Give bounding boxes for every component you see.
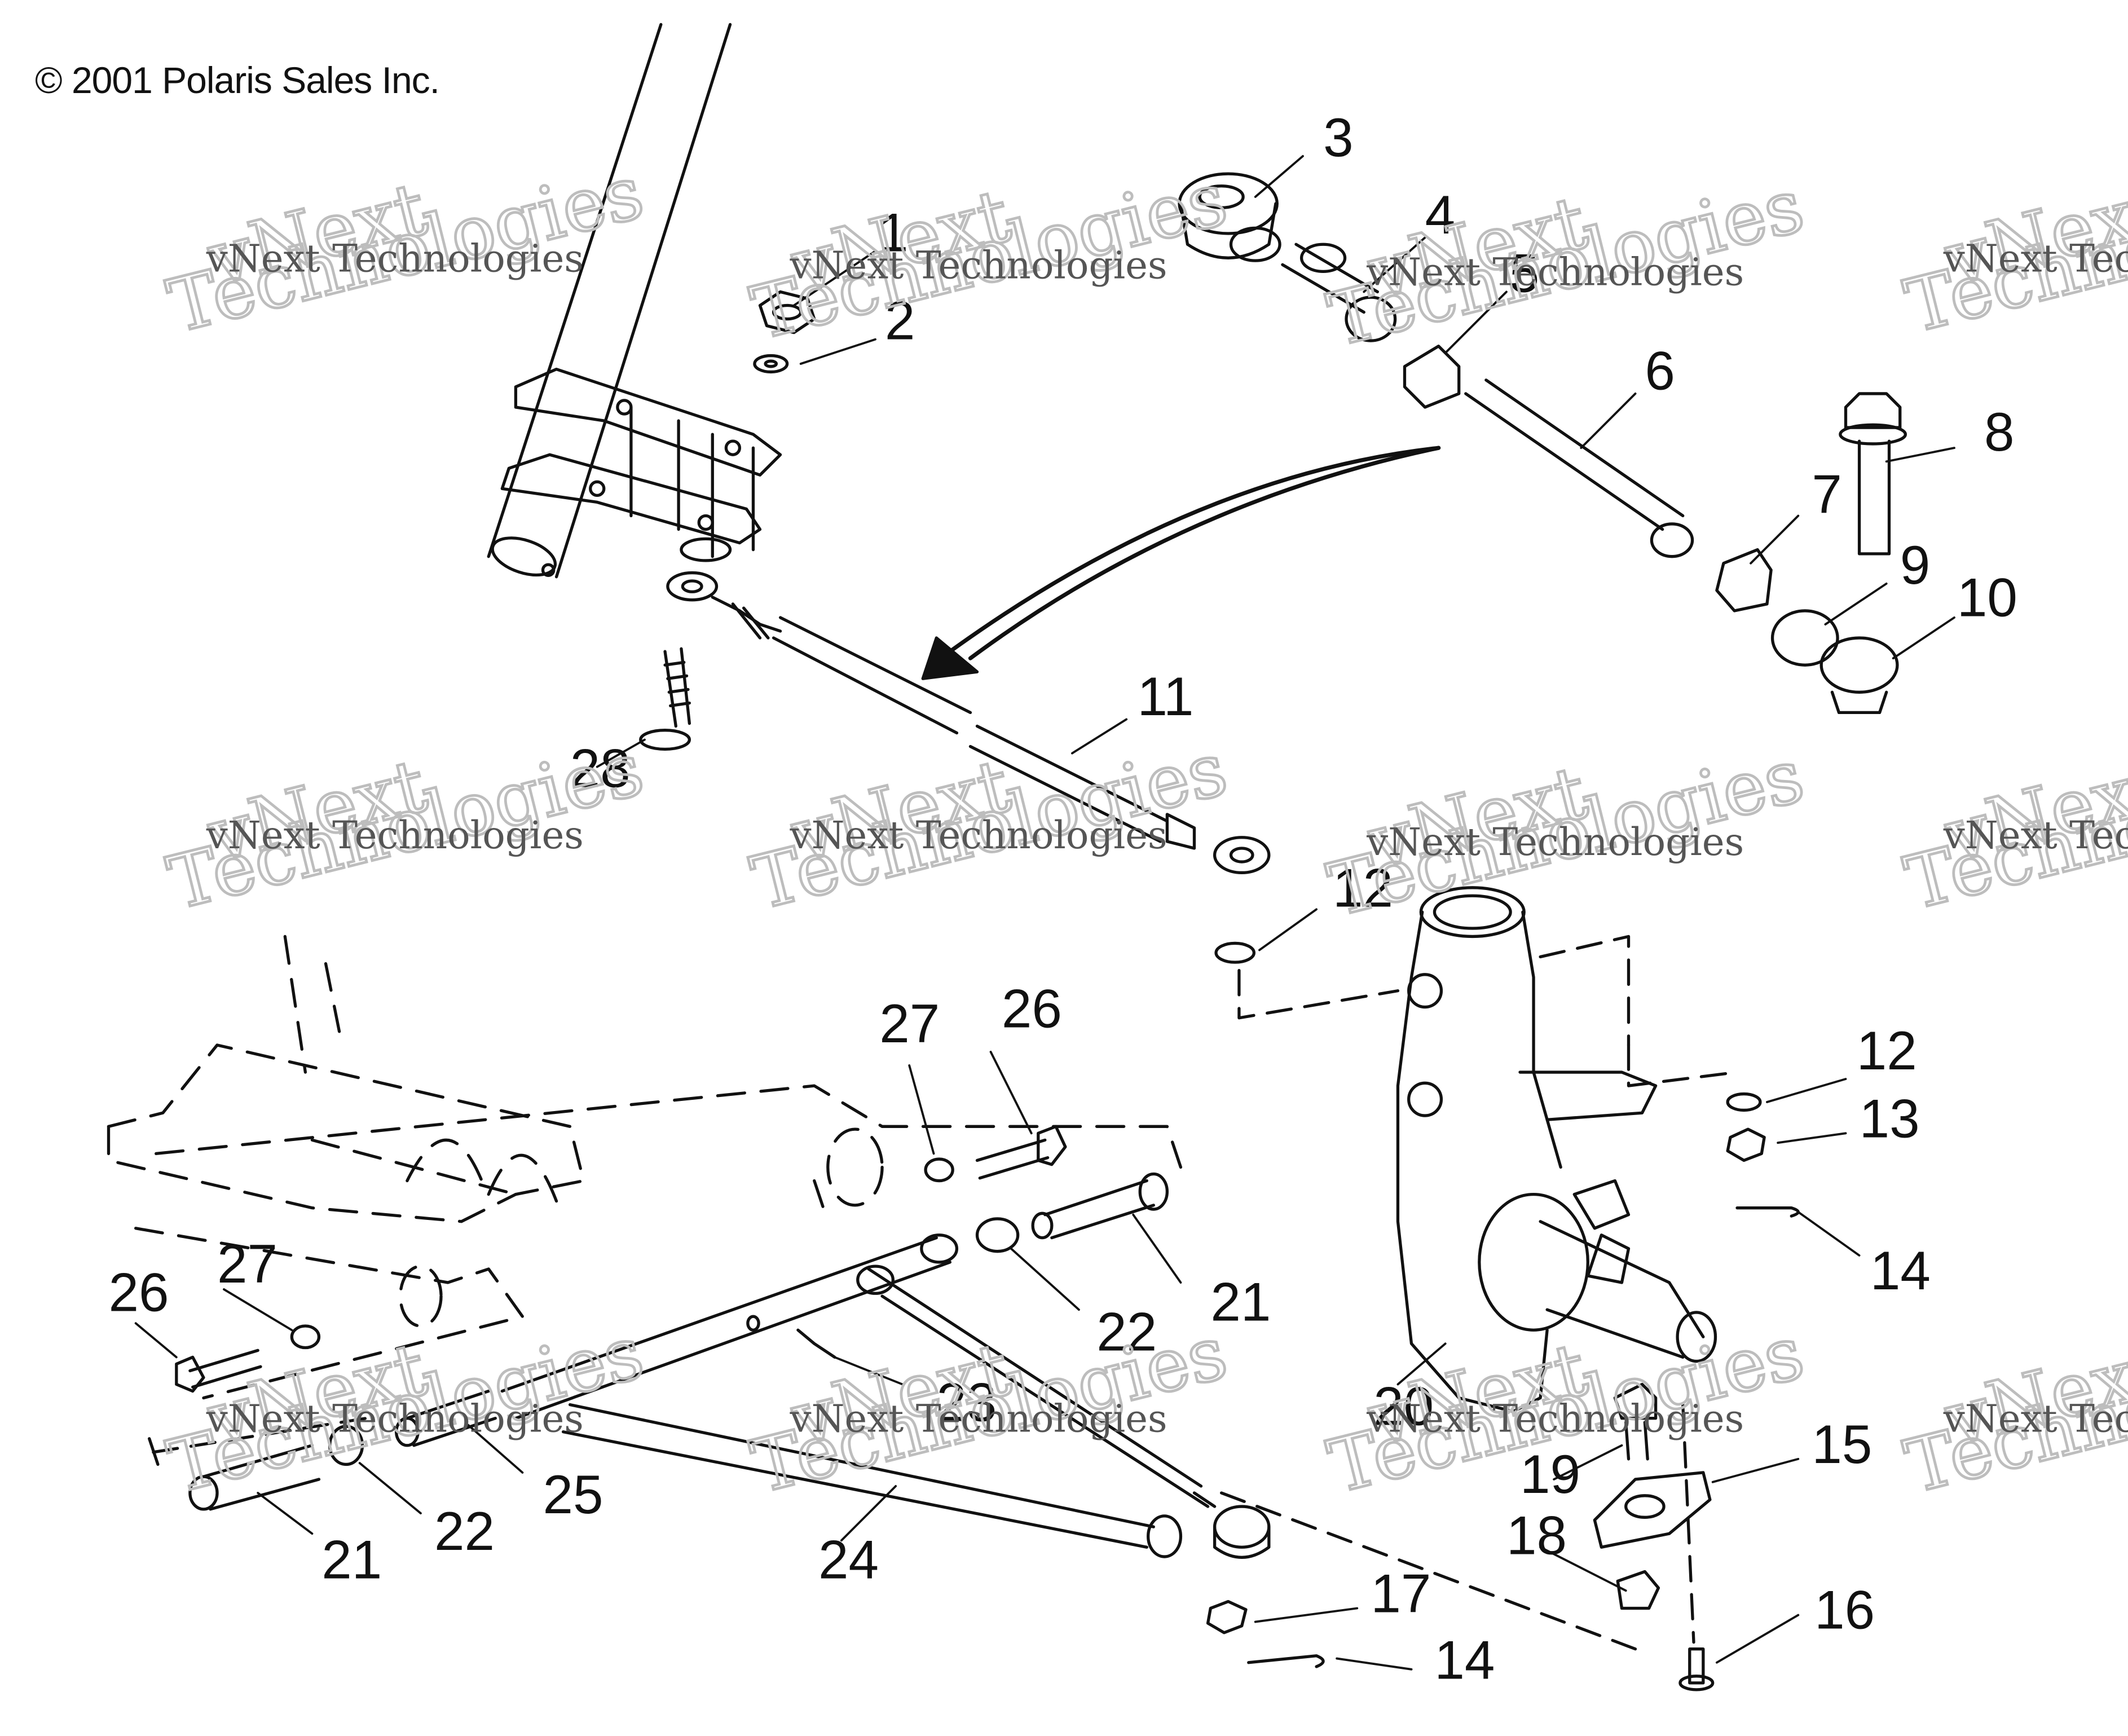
callout-24: 24: [818, 1530, 879, 1590]
nut-and-washer-1-2: [753, 290, 816, 374]
guide-lines: [152, 935, 1739, 1651]
callout-28: 28: [570, 739, 631, 799]
callout-4: 4: [1425, 185, 1456, 245]
bushings-21-22-25: [188, 1172, 1169, 1511]
watermark-small: vNext Technologies: [1366, 819, 1744, 864]
watermark-small: vNext Technologies: [1943, 236, 2128, 280]
callout-11: 11: [1137, 667, 1193, 727]
copyright-notice: © 2001 Polaris Sales Inc.: [35, 59, 440, 101]
watermark-small: vNext Technologies: [1366, 249, 1744, 294]
callout-26-left: 26: [109, 1263, 169, 1323]
callout-1: 1: [878, 202, 909, 263]
bolt-8: [1839, 392, 1907, 556]
watermark-small: vNext Technologies: [206, 236, 584, 280]
callout-22-left: 22: [434, 1501, 495, 1562]
callout-23: 23: [936, 1372, 997, 1433]
callout-18: 18: [1506, 1505, 1567, 1566]
callout-19: 19: [1520, 1444, 1580, 1505]
bolt-28: [639, 647, 691, 751]
callout-9: 9: [1900, 535, 1931, 596]
callout-labels: 3 4 5 6 7 8 9 10 1 2 11 28 12 12 13 14 1…: [109, 108, 2017, 1691]
callout-21-left: 21: [321, 1530, 382, 1590]
steering-post: [487, 23, 782, 579]
callout-14-upper: 14: [1870, 1241, 1931, 1301]
watermark-small: vNext Technologies: [206, 813, 584, 857]
callout-10: 10: [1957, 568, 2017, 628]
watermark-small: vNext Technologies: [206, 1396, 584, 1441]
callout-8: 8: [1984, 402, 2015, 462]
callout-26-upper: 26: [1002, 979, 1062, 1039]
bolts-26-27: [175, 1125, 1067, 1393]
callout-16: 16: [1814, 1580, 1875, 1641]
callout-7: 7: [1812, 465, 1842, 525]
callout-6: 6: [1645, 341, 1675, 402]
ball-joint-15-19: [1593, 1382, 1715, 1691]
steering-knuckle-20: [1396, 886, 1717, 1413]
watermark-small: vNext Technologies: [789, 1396, 1167, 1441]
watermark-small: vNext Technologies: [789, 243, 1167, 287]
watermark-small: vNext Technologies: [1943, 1396, 2128, 1441]
watermark-small: vNext Technologies: [1366, 1396, 1744, 1441]
callout-13: 13: [1860, 1089, 1920, 1149]
callout-27-upper: 27: [879, 994, 940, 1054]
callout-17: 17: [1371, 1564, 1431, 1624]
callout-14-lower: 14: [1434, 1631, 1495, 1691]
tie-rod-assembly: [666, 571, 1271, 874]
callout-27-left: 27: [217, 1234, 277, 1294]
frame-outline: [107, 935, 1183, 1481]
a-arm-24: [500, 1233, 1271, 1634]
tie-rod-end-3-10: [1178, 172, 1899, 715]
watermark-small: vNext Technologies: [789, 813, 1167, 857]
callout-21-right: 21: [1210, 1272, 1271, 1332]
leader-lines: [134, 155, 1955, 1671]
callout-5: 5: [1509, 243, 1540, 303]
callout-15: 15: [1812, 1415, 1872, 1475]
callout-22-right: 22: [1096, 1302, 1157, 1362]
callout-12-upper: 12: [1333, 858, 1393, 918]
callout-3: 3: [1323, 108, 1354, 168]
watermark-small: vNext Technologies: [1943, 813, 2128, 857]
callout-12-lower: 12: [1857, 1021, 1917, 1081]
callout-2: 2: [885, 291, 915, 351]
assembly-arrow: [921, 446, 1441, 680]
callout-25: 25: [543, 1465, 603, 1525]
callout-20: 20: [1373, 1377, 1434, 1437]
